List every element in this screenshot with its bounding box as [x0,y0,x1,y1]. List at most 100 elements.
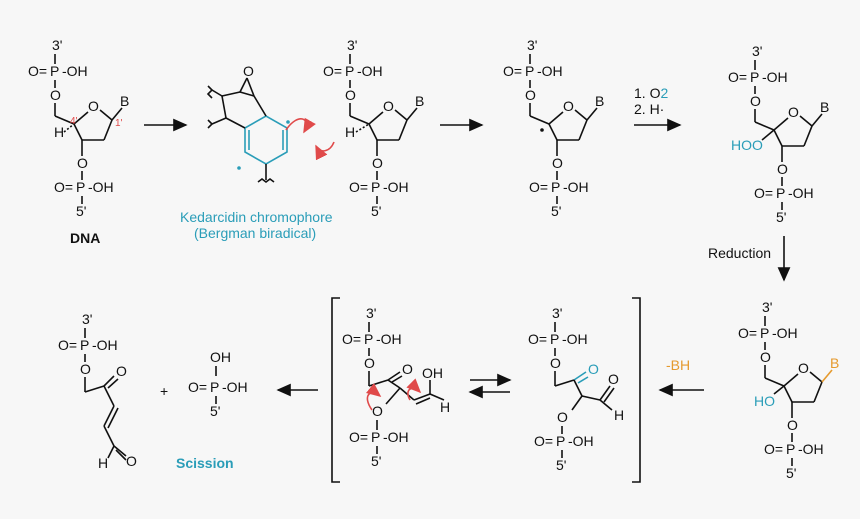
svg-text:O=: O= [349,179,368,195]
chromophore-name: Kedarcidin chromophore [180,209,333,225]
svg-text:O: O [557,409,568,425]
phosphate-oh: -OH [62,63,88,79]
svg-text:P: P [551,179,560,195]
svg-text:O=: O= [529,179,548,195]
svg-text:3': 3' [552,305,562,321]
svg-text:O: O [608,371,619,387]
svg-text:O: O [760,349,771,365]
reduction-label: Reduction [708,245,771,261]
chromophore-subtitle: (Bergman biradical) [194,225,316,241]
svg-text:O: O [383,98,394,114]
svg-text:P: P [786,441,795,457]
ring-oxygen: O [88,98,99,114]
svg-text:3': 3' [366,305,376,321]
svg-text:H: H [440,399,450,415]
orange-base: B [830,355,839,371]
base-b: B [120,93,129,109]
enol-structure: 3' O= P -OH O O OH H O O= P -OH [342,305,450,469]
svg-text:O: O [788,104,799,120]
svg-text:O=: O= [503,63,522,79]
svg-text:P: P [80,337,89,353]
svg-text:O: O [525,87,536,103]
svg-text:5': 5' [556,457,566,473]
svg-text:-OH: -OH [537,63,563,79]
svg-text:O=: O= [528,331,547,347]
svg-text:5': 5' [371,203,381,219]
hydroxy-label: HO [754,393,775,409]
svg-text:O: O [552,155,563,171]
five-prime-label: 5' [76,203,86,219]
svg-text:5': 5' [776,209,786,225]
hydroperoxy-label: HOO [731,137,763,153]
svg-text:-OH: -OH [563,179,589,195]
svg-text:O: O [798,360,809,376]
svg-text:-OH: -OH [383,429,409,445]
hydroperoxide-structure: 3' O= P -OH O O B HOO O O= P -OH 5' [728,43,829,225]
dna-h-structure: 3' O= P -OH O O B H O O= P -OH 5' [323,37,424,219]
svg-text:-OH: -OH [222,379,248,395]
epoxide-oxygen: O [243,63,254,79]
scission-label: Scission [176,455,234,471]
svg-text:O=: O= [58,337,77,353]
oxidation-step: 1. O2 2. H· [634,85,682,132]
svg-text:-OH: -OH [762,69,788,85]
svg-text:O: O [787,417,798,433]
svg-text:3': 3' [752,43,762,59]
minus-bh-label: -BH [666,357,690,373]
phosphate2-oh: -OH [88,179,114,195]
svg-text:O: O [126,453,137,469]
phosphate-product: OH O= P -OH 5' + Scission [160,349,248,471]
three-prime-label: 3' [52,37,62,53]
svg-text:5': 5' [371,453,381,469]
plus-sign: + [160,383,168,399]
svg-text:3': 3' [762,299,772,315]
svg-text:O: O [372,155,383,171]
svg-text:P: P [345,63,354,79]
svg-text:P: P [364,331,373,347]
keto-structure: 3' O= P -OH O O O H O O= P -OH [528,305,624,473]
svg-text:-OH: -OH [798,441,824,457]
phosphate-o-eq: O= [28,63,47,79]
svg-text:P: P [525,63,534,79]
svg-text:P: P [760,325,769,341]
phosphate2-o-eq: O= [54,179,73,195]
svg-text:O: O [563,98,574,114]
svg-text:O: O [364,355,375,371]
svg-text:P: P [750,69,759,85]
svg-text:-OH: -OH [383,179,409,195]
svg-text:O: O [777,161,788,177]
svg-text:5': 5' [551,203,561,219]
svg-text:B: B [415,93,424,109]
svg-text:O: O [80,361,91,377]
svg-text:O=: O= [188,379,207,395]
svg-text:O=: O= [728,69,747,85]
svg-text:O=: O= [534,433,553,449]
svg-text:OH: OH [422,365,443,381]
svg-text:O=: O= [342,331,361,347]
radical-structure: 3' O= P -OH O O B O O= P -OH 5' [503,37,604,219]
svg-text:O: O [116,363,127,379]
svg-text:H: H [614,407,624,423]
svg-text:O: O [402,361,413,377]
one-prime-label: 1' [115,118,123,129]
svg-text:-OH: -OH [772,325,798,341]
svg-text:OH: OH [210,349,231,365]
svg-text:O=: O= [323,63,342,79]
four-prime-label: 4' [70,116,78,127]
svg-text:P: P [550,331,559,347]
svg-text:-OH: -OH [788,185,814,201]
svg-text:P: P [556,433,565,449]
keto-oxygen: O [588,361,599,377]
dna-label: DNA [70,230,100,246]
svg-text:O: O [750,93,761,109]
svg-text:-OH: -OH [376,331,402,347]
h-atom: H [54,124,64,140]
phosphate2-p: P [76,179,85,195]
svg-text:O=: O= [754,185,773,201]
svg-text:3': 3' [347,37,357,53]
svg-text:B: B [595,93,604,109]
svg-text:5': 5' [786,465,796,481]
svg-text:O: O [550,355,561,371]
bracket-group: 3' O= P -OH O O OH H O O= P -OH [331,297,641,483]
